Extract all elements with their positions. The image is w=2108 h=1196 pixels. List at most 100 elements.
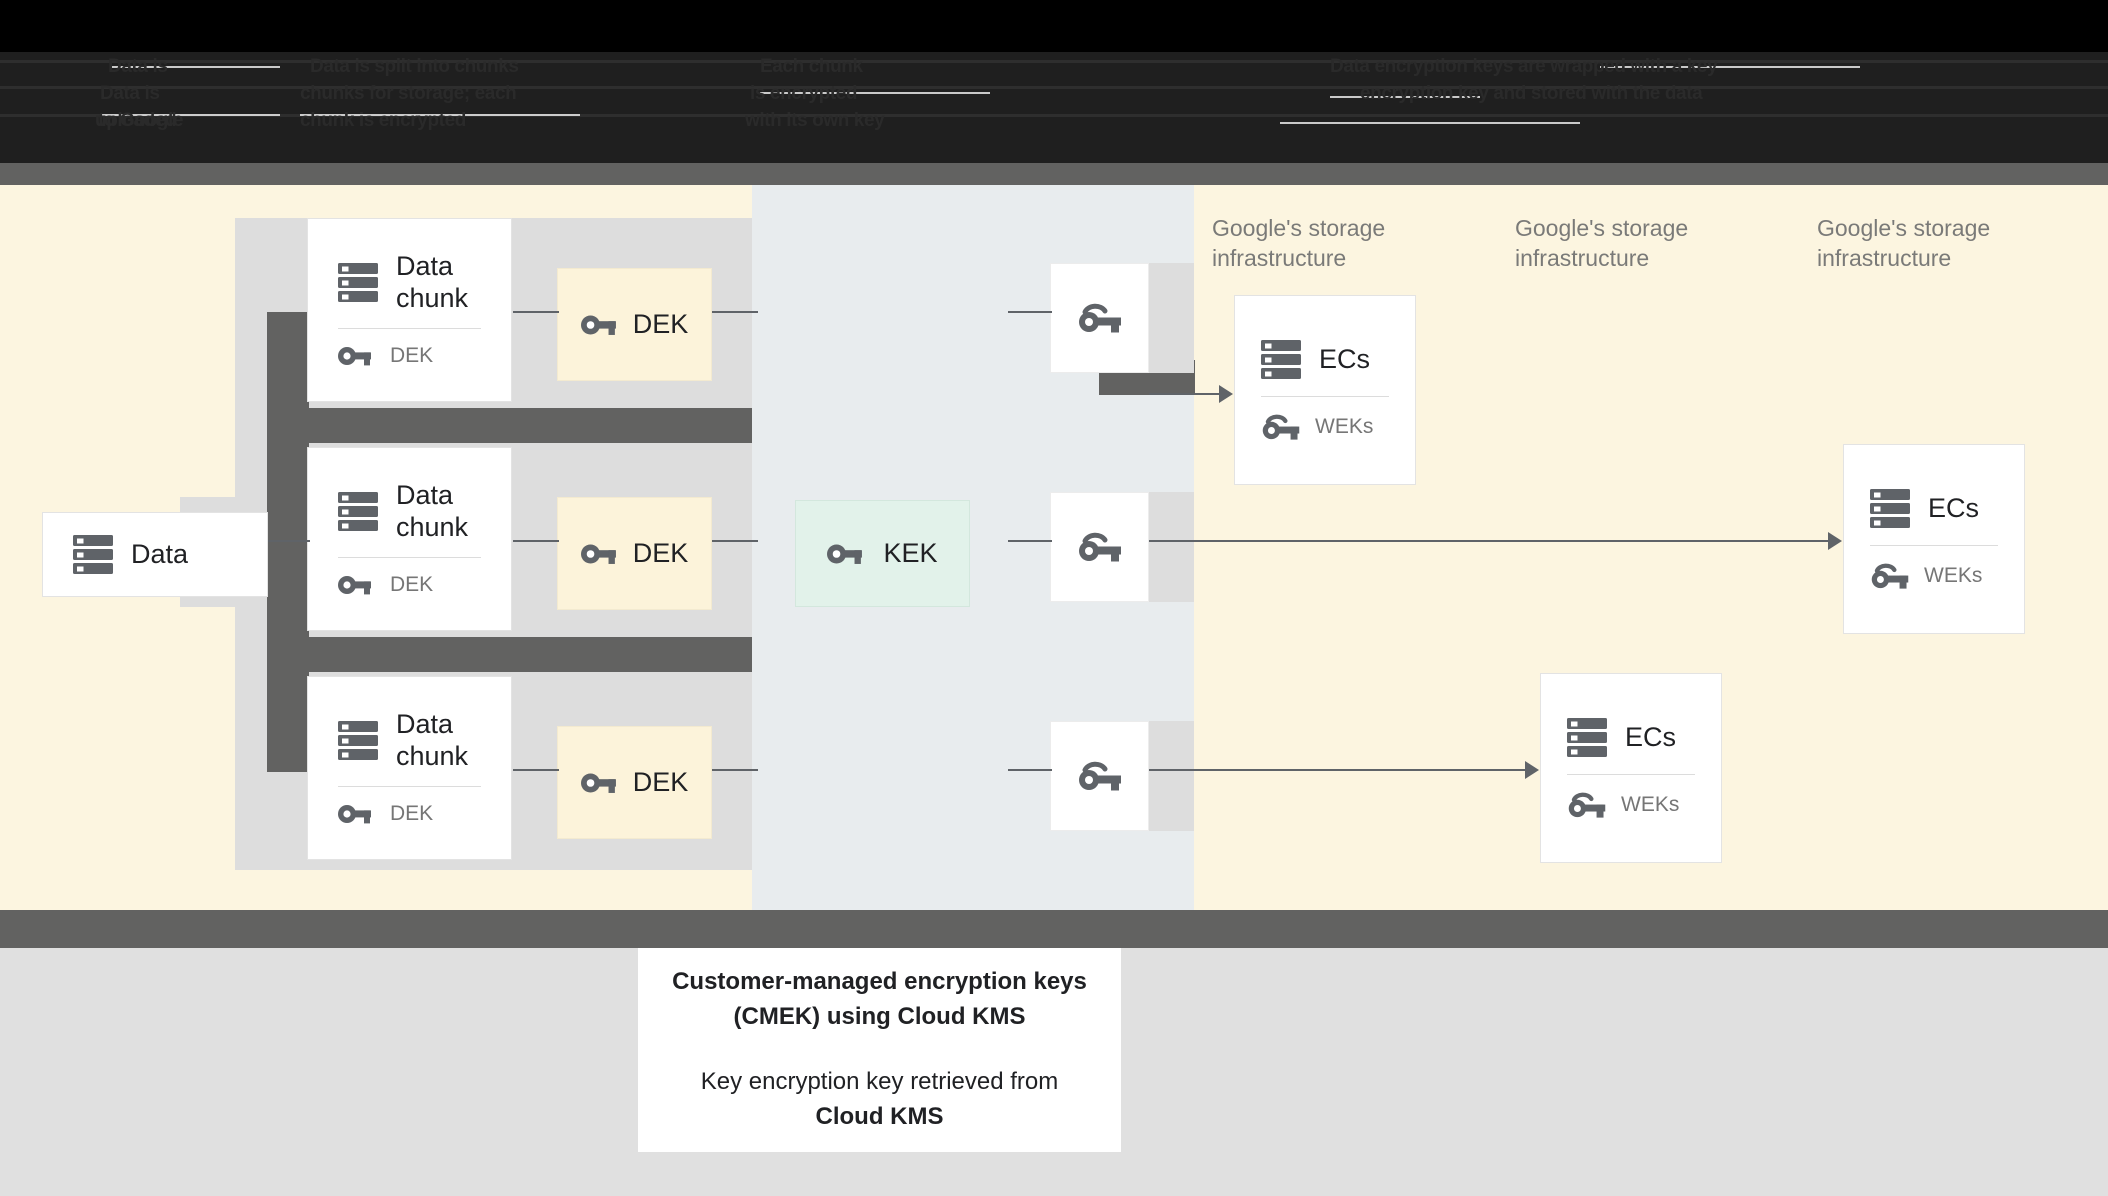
- ec-title: ECs: [1319, 343, 1371, 374]
- ec-card[interactable]: ECs WEKs: [1540, 673, 1722, 863]
- fanout-branch-1: [267, 408, 752, 443]
- ec-card[interactable]: ECs WEKs: [1843, 444, 2025, 634]
- connector-to-wrappedkey1: [1008, 311, 1052, 313]
- storage-label: Google's storage infrastructure: [1212, 215, 1386, 272]
- data-chunk-key-label: DEK: [390, 344, 434, 368]
- header-black-bar: [0, 0, 2108, 52]
- dek-label: DEK: [632, 767, 689, 797]
- connector-to-wrappedkey3: [1008, 769, 1052, 771]
- storage-label: Google's storage infrastructure: [1817, 215, 1991, 272]
- fanout-branch-2: [267, 637, 752, 672]
- kek-box[interactable]: KEK: [795, 500, 970, 607]
- header-glitch-fragment: to Google: [98, 110, 184, 131]
- caption-body-line2: Cloud KMS: [815, 1102, 944, 1130]
- data-chunk-key-label: DEK: [390, 573, 434, 597]
- header-glitch-fragment: Data encryption keys are wrapped with a …: [1330, 56, 1718, 77]
- connector-chunk2-dek: [513, 540, 559, 542]
- ec-key-label: WEKs: [1315, 414, 1374, 438]
- key-icon: [338, 801, 372, 827]
- arrow-line-ec2: [1149, 540, 1835, 542]
- arrow-line-ec1: [1149, 393, 1225, 395]
- ec-title: ECs: [1928, 492, 1980, 523]
- header-glitch-fragment: chunk is encrypted: [300, 110, 466, 131]
- wrapped-key-icon: [1077, 300, 1123, 336]
- caption-box: Customer-managed encryption keys (CMEK) …: [638, 948, 1121, 1152]
- card-divider: [338, 786, 481, 788]
- key-icon: [338, 572, 372, 598]
- ec-key-label: WEKs: [1924, 563, 1983, 587]
- connector-chunk1-dek: [513, 311, 559, 313]
- server-icon: [338, 719, 378, 763]
- key-icon: [827, 540, 863, 568]
- key-icon: [580, 311, 617, 339]
- caption-title-line2: (CMEK) using Cloud KMS: [733, 1003, 1026, 1031]
- dek-label: DEK: [632, 538, 689, 568]
- card-divider: [1261, 395, 1389, 397]
- dek-box[interactable]: DEK: [557, 497, 712, 610]
- header-glitch-fragment: Data is: [108, 56, 168, 77]
- connector-dek1-out: [712, 311, 758, 313]
- data-chunk-key-label: DEK: [390, 802, 434, 826]
- connector-dek3-out: [712, 769, 758, 771]
- dek-label: DEK: [632, 309, 689, 339]
- card-divider: [1870, 544, 1998, 546]
- connector-kek-to-wrappedkey2: [1008, 540, 1052, 542]
- connector-dek2-out: [712, 540, 758, 542]
- wrapped-key-box[interactable]: [1050, 721, 1149, 831]
- header-glitch-fragment: uploaded: [95, 110, 177, 131]
- server-icon: [1567, 716, 1607, 760]
- arrow-head-ec1: [1219, 385, 1233, 403]
- data-chunk-title: Data chunk: [396, 479, 469, 542]
- data-chunk-title: Data chunk: [396, 708, 469, 771]
- wrapped-key-icon: [1870, 560, 1910, 592]
- wrapped-key-icon: [1077, 758, 1123, 794]
- fanout-vertical-bar: [267, 312, 309, 772]
- ec-title: ECs: [1625, 721, 1677, 752]
- arrow-line-ec3: [1149, 769, 1532, 771]
- caption-title-line1: Customer-managed encryption keys: [672, 968, 1087, 996]
- data-chunk-card[interactable]: Data chunk DEK: [307, 218, 512, 402]
- connector-chunk3-dek: [513, 769, 559, 771]
- header-glitch-fragment: chunks for storage; each: [300, 83, 517, 104]
- server-icon: [338, 490, 378, 534]
- server-icon: [1870, 487, 1910, 531]
- key-icon: [580, 769, 617, 797]
- server-icon: [1261, 338, 1301, 382]
- wrapped-key-icon: [1077, 529, 1123, 565]
- dek-box[interactable]: DEK: [557, 268, 712, 381]
- top-divider-band: [0, 163, 2108, 185]
- server-icon: [338, 261, 378, 305]
- header-glitch-fragment: with its own key: [745, 110, 885, 131]
- key-icon: [338, 343, 372, 369]
- data-chunk-title: Data chunk: [396, 250, 469, 313]
- ec-card[interactable]: ECs WEKs: [1234, 295, 1416, 485]
- header-glitch-fragment: Data is: [100, 83, 160, 104]
- card-divider: [338, 557, 481, 559]
- header-glitch-fragment: Data is split into chunks: [310, 56, 519, 77]
- data-chunk-card[interactable]: Data chunk DEK: [307, 447, 512, 631]
- ec-key-label: WEKs: [1621, 792, 1680, 816]
- arrow-head-ec3: [1525, 761, 1539, 779]
- header-glitch-fragment: Each chunk: [760, 56, 863, 77]
- arrow-head-ec2: [1828, 532, 1842, 550]
- key-icon: [580, 540, 617, 568]
- data-source-card[interactable]: Data: [42, 512, 268, 597]
- caption-body-line1: Key encryption key retrieved from: [700, 1068, 1059, 1095]
- card-divider: [1567, 773, 1695, 775]
- data-chunk-card[interactable]: Data chunk DEK: [307, 676, 512, 860]
- header-glitch-fragment: encryption key and stored with the data: [1360, 83, 1703, 104]
- card-divider: [338, 328, 481, 330]
- wrapped-key-icon: [1567, 789, 1607, 821]
- connector-data-to-fanout: [268, 540, 310, 542]
- wrapped-key-box[interactable]: [1050, 492, 1149, 602]
- dek-box[interactable]: DEK: [557, 726, 712, 839]
- header-glitch-fragment: is encrypted: [750, 83, 858, 104]
- kek-label: KEK: [883, 538, 938, 568]
- storage-label: Google's storage infrastructure: [1515, 215, 1689, 272]
- wrapped-key-box[interactable]: [1050, 263, 1149, 373]
- data-source-label: Data: [131, 538, 189, 569]
- wrapped-key-icon: [1261, 411, 1301, 443]
